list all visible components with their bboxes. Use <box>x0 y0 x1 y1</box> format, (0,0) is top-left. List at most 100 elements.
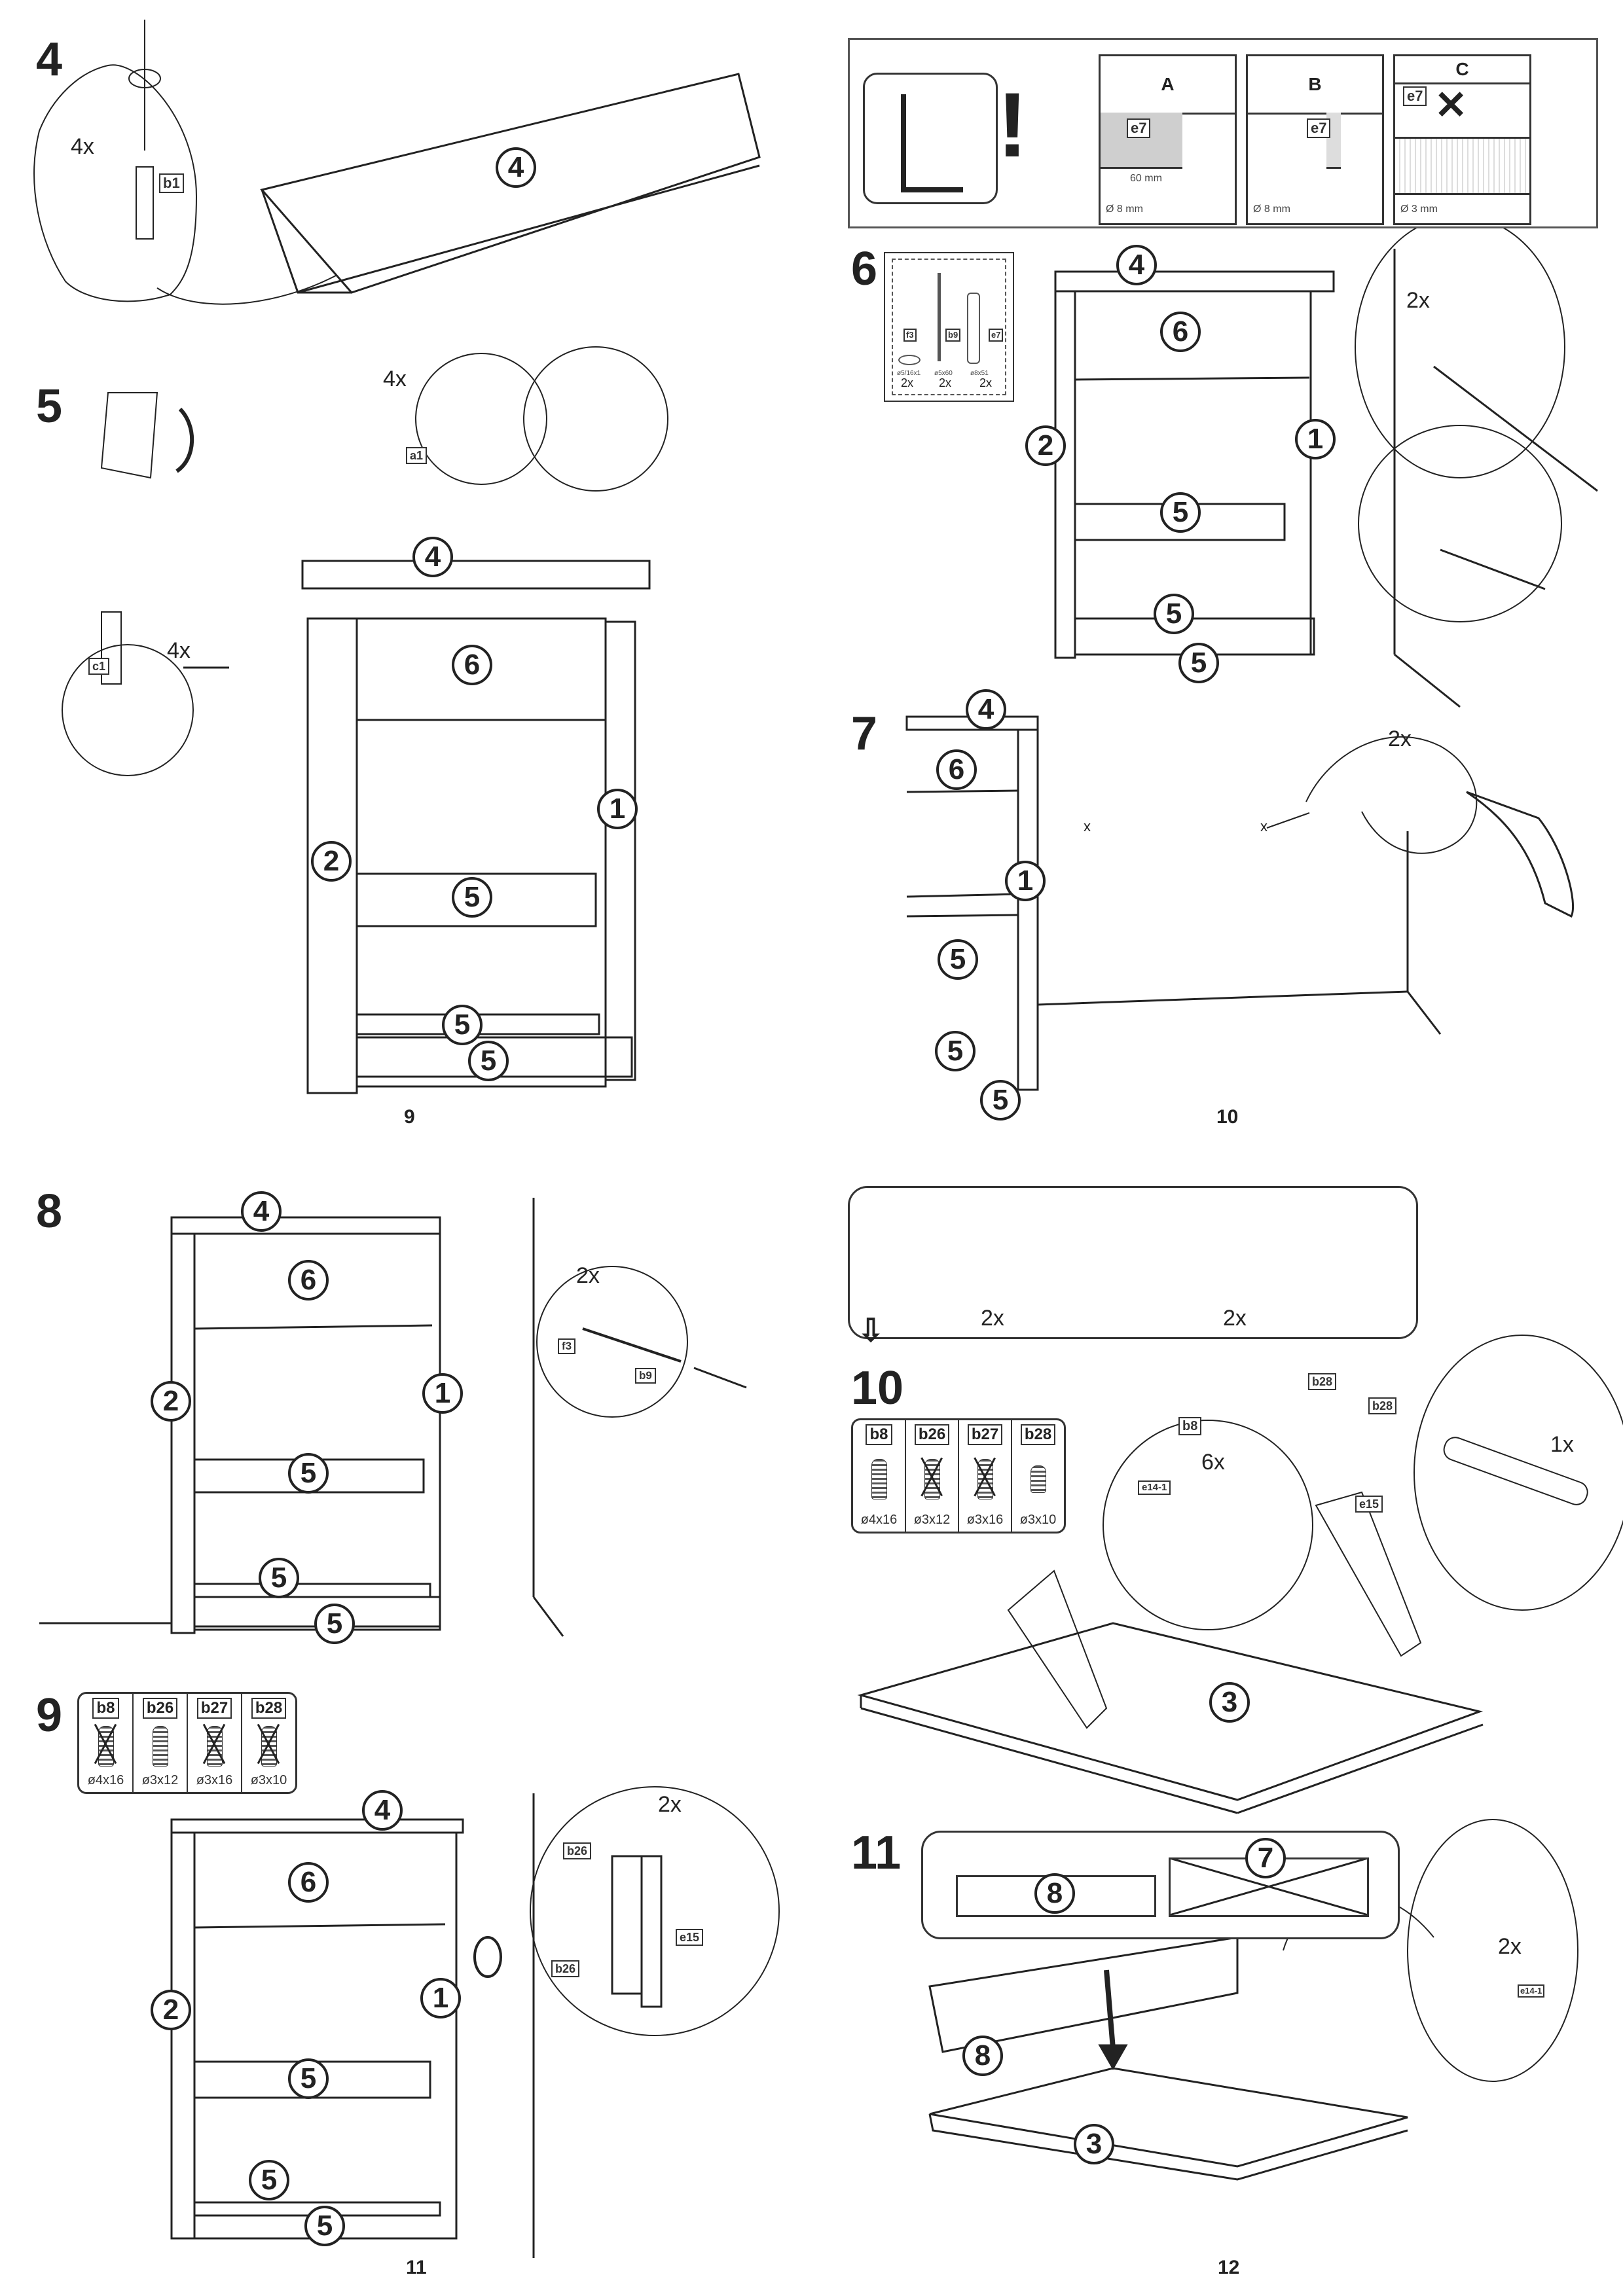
part-tag-e15: e15 <box>676 1929 704 1946</box>
part-number-8: 8 <box>962 2036 1003 2076</box>
part-number-5: 5 <box>249 2160 289 2200</box>
part-tag: b8 <box>866 1424 892 1445</box>
board-4 <box>260 73 761 294</box>
hardware-size: ø3x16 <box>196 1773 233 1787</box>
part-tag-e15: e15 <box>1355 1496 1383 1513</box>
quantity-label: 2x <box>1388 726 1412 751</box>
hardware-b26: b26 ø3x12 <box>132 1694 187 1792</box>
part-number-5: 5 <box>468 1041 509 1081</box>
hardware-b28: b28 ø3x10 <box>241 1694 295 1792</box>
hardware-size: ø5x60 <box>934 370 953 377</box>
part-tag: e7 <box>1307 118 1331 138</box>
part-number-3: 3 <box>1209 1682 1250 1723</box>
part-number-7: 7 <box>1245 1838 1286 1878</box>
screw-icon <box>924 1458 940 1499</box>
cam-lock-turn-callout <box>523 346 668 492</box>
arrow-down-icon: ⇩ <box>858 1314 884 1348</box>
drill-mark: x <box>1084 818 1091 834</box>
part-number-5: 5 <box>288 1453 329 1494</box>
wall-mount-icon <box>863 73 998 204</box>
washer-icon <box>898 355 921 365</box>
wall-type-label: B <box>1248 56 1382 115</box>
part-tag-e14-1: e14-1 <box>1138 1480 1171 1495</box>
quantity-label: 2x <box>981 1306 1004 1331</box>
part-tag-e7: e7 <box>989 329 1004 342</box>
drawer-preview-box: 2x 2x <box>848 1186 1418 1339</box>
not-allowed-cross-icon: ✕ <box>1434 83 1468 127</box>
wall-type-b: B e7 Ø 8 mm <box>1246 54 1384 225</box>
quantity-label: 4x <box>383 367 407 391</box>
step-11-illustration <box>928 1819 1578 2181</box>
hardware-b28: b28 ø3x10 <box>1011 1420 1064 1532</box>
hardware-b26: b26 ø3x12 <box>905 1420 958 1532</box>
part-tag-b8: b8 <box>1178 1417 1202 1435</box>
part-tag-a1: a1 <box>406 447 428 464</box>
quantity-label: 2x <box>1223 1306 1247 1331</box>
drawer-front-options-box: 8 7 <box>921 1831 1400 1939</box>
cam-lock-callout <box>415 353 547 485</box>
part-number-6: 6 <box>452 645 492 685</box>
hardware-size: ø8x51 <box>970 370 989 377</box>
step-number: 10 <box>851 1362 904 1414</box>
hardware-b8: b8 ø4x16 <box>79 1694 132 1792</box>
part-tag-f3: f3 <box>903 329 917 342</box>
hardware-qty: 2x <box>901 376 914 389</box>
part-number-4: 4 <box>1116 245 1157 285</box>
step-number: 4 <box>36 33 63 86</box>
rotate-arrow-icon <box>473 1936 502 1978</box>
part-number-6: 6 <box>1160 312 1201 352</box>
part-tag-f3: f3 <box>558 1338 576 1354</box>
part-number-4: 4 <box>241 1191 282 1232</box>
hardware-size: ø3x12 <box>913 1513 951 1527</box>
wall-plug-icon <box>967 293 980 364</box>
part-number-1: 1 <box>422 1373 463 1414</box>
part-number-4: 4 <box>496 147 536 188</box>
part-number-4: 4 <box>966 689 1006 730</box>
hardware-selector: b8 ø4x16 b26 ø3x12 b27 ø3x16 b28 ø3x10 <box>77 1692 297 1794</box>
part-number-6: 6 <box>936 749 977 790</box>
screw-icon <box>938 273 941 361</box>
part-number-1: 1 <box>597 789 638 829</box>
part-tag-e14-1: e14-1 <box>1518 1984 1545 1998</box>
part-number-4: 4 <box>362 1790 403 1831</box>
step-8-illustration <box>39 1198 747 1637</box>
quantity-label: 2x <box>576 1263 600 1288</box>
step-4-illustration <box>33 20 761 305</box>
rail-callout <box>1103 1420 1313 1630</box>
screw-icon <box>98 1725 114 1767</box>
part-number-5: 5 <box>980 1080 1021 1121</box>
quantity-label: 4x <box>167 638 191 663</box>
screw-icon <box>206 1725 223 1767</box>
drill-mark: x <box>1260 818 1267 834</box>
latch-callout <box>530 1786 780 2036</box>
part-tag-b28: b28 <box>1368 1397 1397 1414</box>
step-5-illustration <box>62 346 668 1094</box>
screw-icon <box>1030 1465 1046 1493</box>
part-number-5: 5 <box>442 1005 483 1045</box>
step-number: 8 <box>36 1185 63 1238</box>
wall-type-label: A <box>1101 56 1235 115</box>
page-number: 11 <box>406 2257 427 2278</box>
step-number: 11 <box>851 1827 902 1879</box>
hardware-b8: b8 ø4x16 <box>853 1420 905 1532</box>
part-number-2: 2 <box>151 1990 191 2030</box>
screwdriver-callout <box>1358 425 1562 622</box>
part-tag: b28 <box>251 1698 287 1719</box>
page-number: 12 <box>1218 2257 1240 2278</box>
rail-clip-callout <box>1407 1819 1578 2082</box>
top-board <box>301 560 651 590</box>
hardware-qty: 2x <box>979 376 993 389</box>
wall-type-c: C e7 ✕ Ø 3 mm <box>1393 54 1531 225</box>
part-number-2: 2 <box>311 841 352 882</box>
hardware-size: ø4x16 <box>860 1513 898 1527</box>
hardware-selector: b8 ø4x16 b26 ø3x12 b27 ø3x16 b28 ø3x10 <box>851 1418 1066 1534</box>
part-tag-c1: c1 <box>88 658 110 675</box>
part-number-5: 5 <box>1160 492 1201 533</box>
quantity-label: 1x <box>1550 1432 1574 1457</box>
drill-icon <box>1466 791 1575 918</box>
drill-diameter: Ø 8 mm <box>1253 204 1290 215</box>
part-number-1: 1 <box>420 1978 461 2018</box>
part-number-5: 5 <box>1178 643 1219 683</box>
drill-callout <box>1305 736 1478 854</box>
step-number: 7 <box>851 708 878 760</box>
